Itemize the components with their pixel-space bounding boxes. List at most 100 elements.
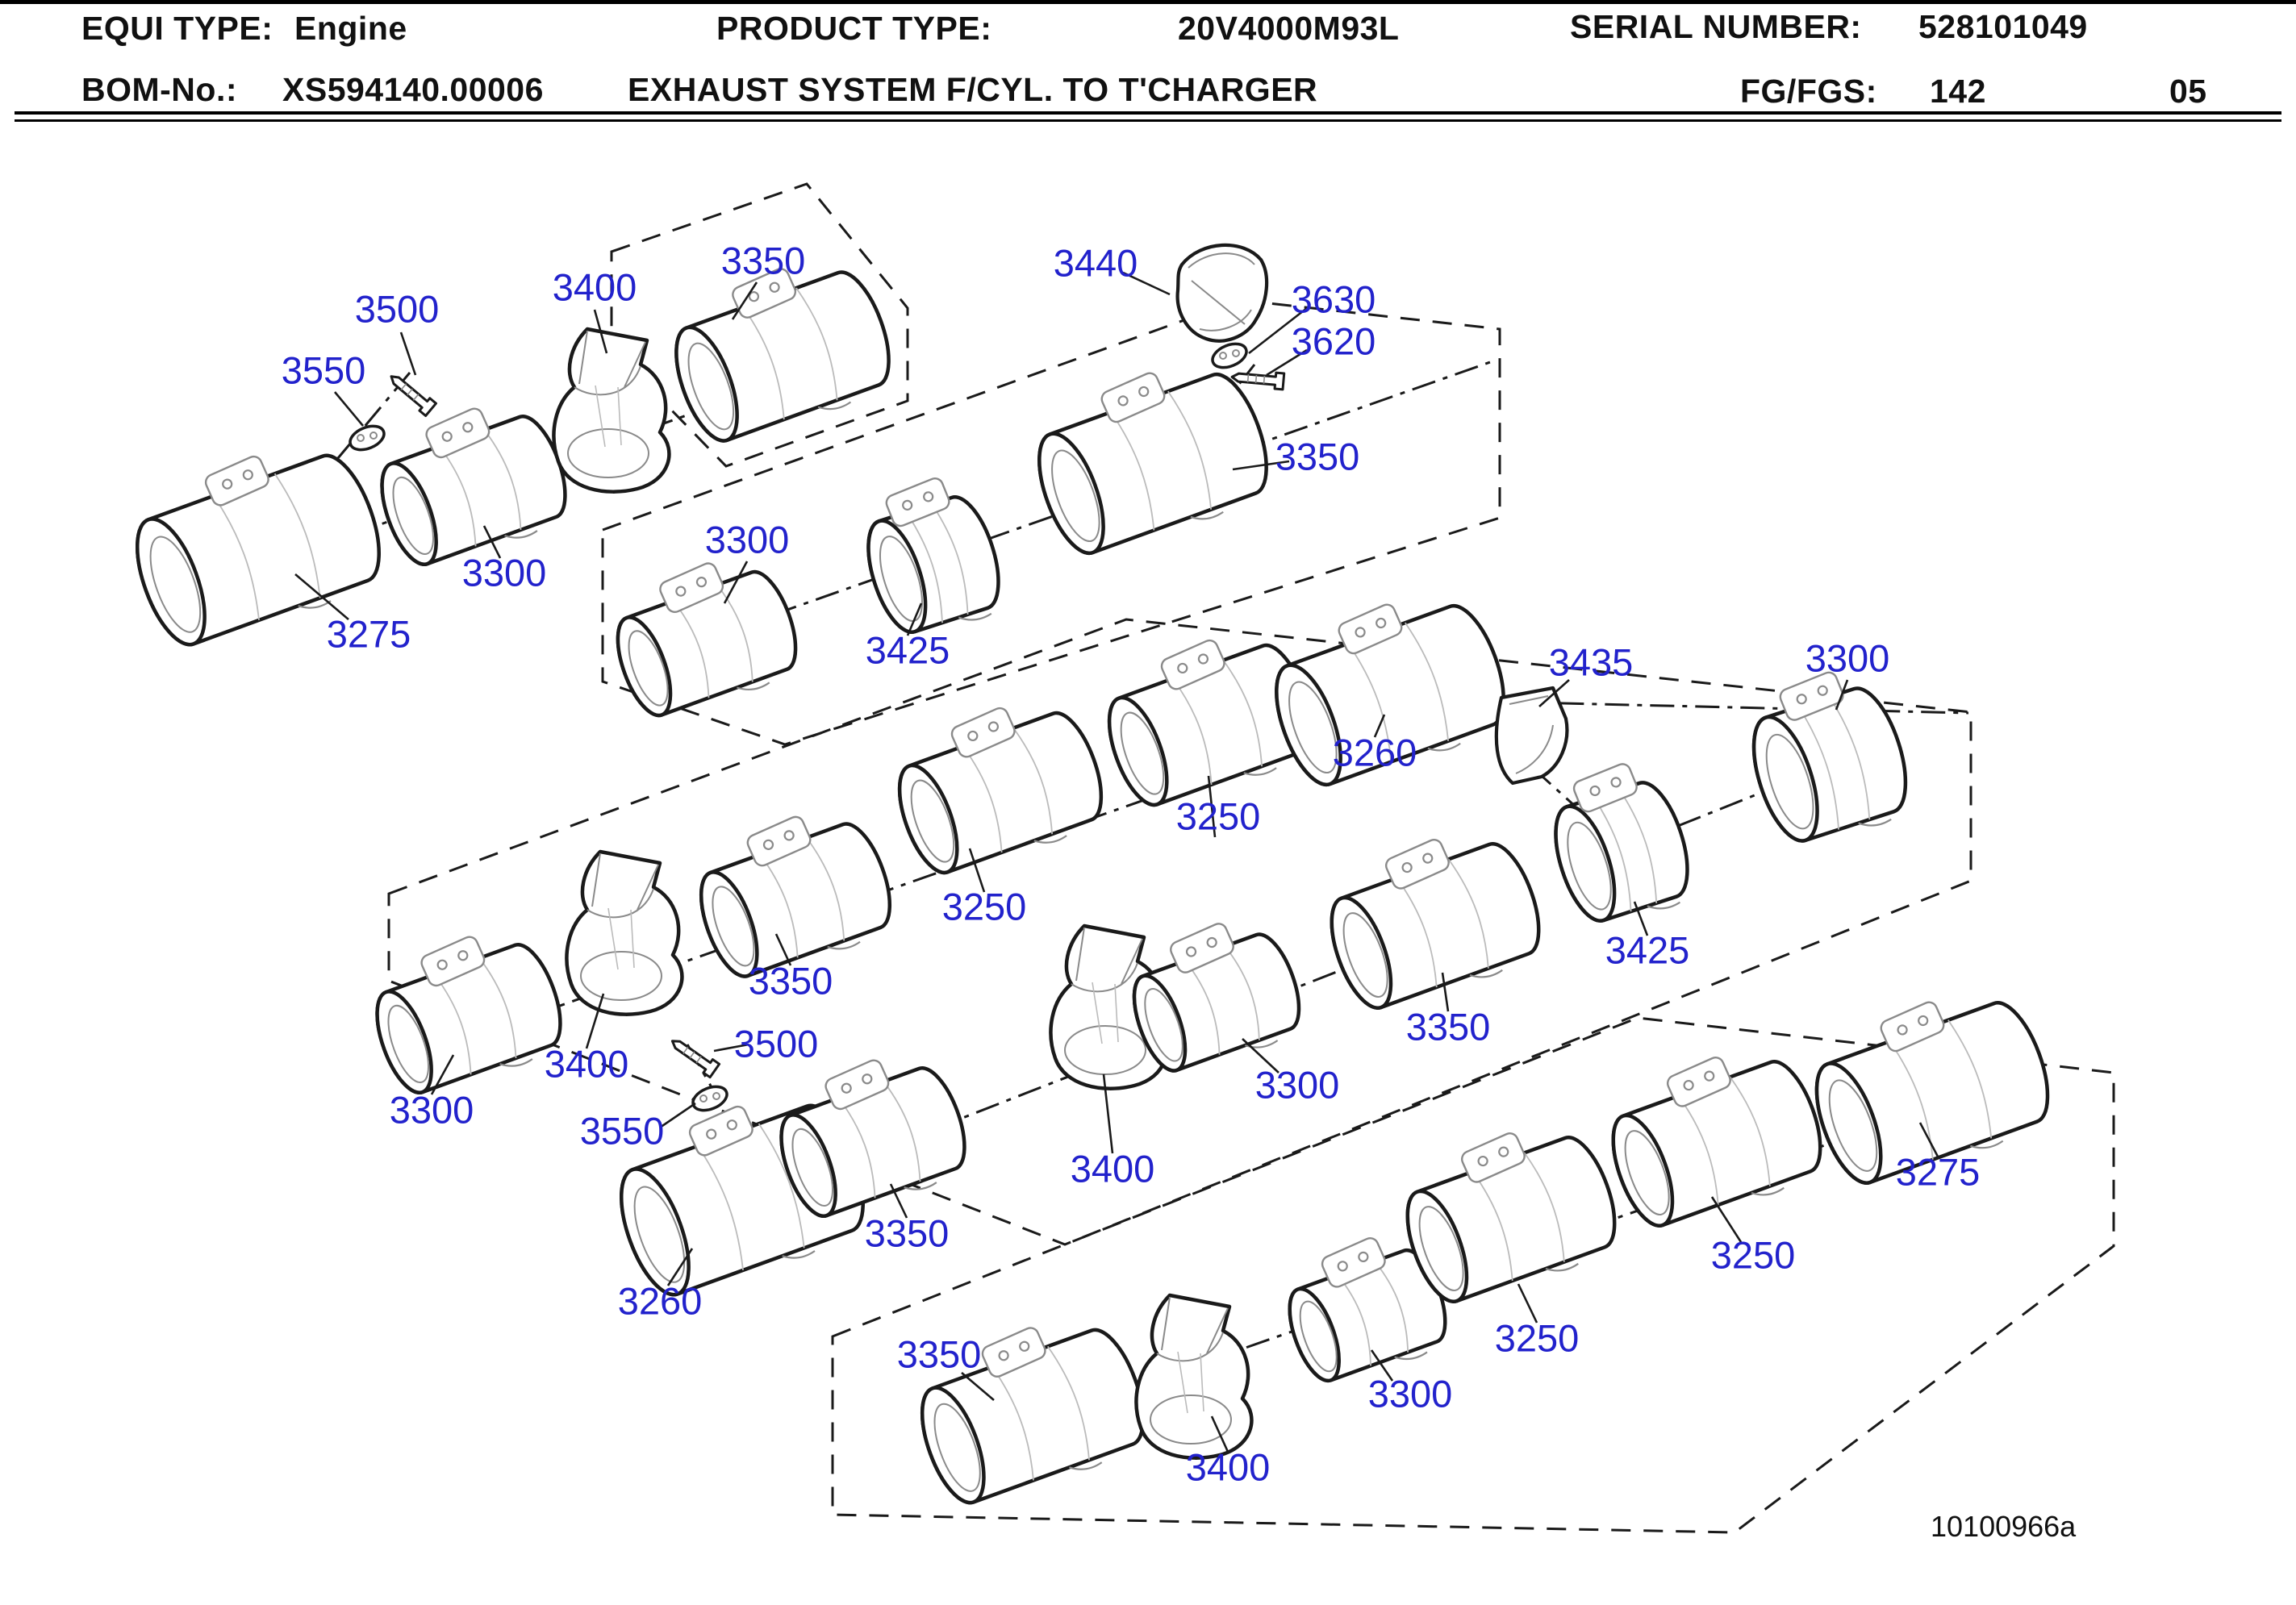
part-shape-clamp-3350 — [920, 1327, 1146, 1505]
part-shape-bolt-3500 — [390, 375, 437, 418]
part-callout-3275: 3275 — [1896, 1150, 1981, 1193]
part-shape-clamp-3250 — [1405, 1132, 1617, 1303]
leader-line — [1102, 1073, 1114, 1154]
bom-number-label: BOM-No.: — [81, 71, 238, 108]
leader-line — [1242, 1038, 1279, 1073]
parts-layer — [136, 243, 2050, 1505]
part-shape-washer-3550 — [349, 424, 386, 452]
leader-line — [889, 1183, 908, 1219]
bom-number-value: XS594140.00006 — [282, 71, 544, 108]
part-callout-3260: 3260 — [618, 1279, 703, 1322]
part-callout-3350: 3350 — [897, 1332, 982, 1375]
exploded-parts-diagram: 3500355034003350330032753440363036203350… — [136, 182, 2115, 1534]
leader-line — [1373, 714, 1386, 738]
part-shape-clamp-3350 — [674, 268, 891, 443]
part-callout-3350: 3350 — [749, 959, 833, 1002]
part-shape-washer-3550 — [691, 1085, 728, 1112]
part-callout-3500: 3500 — [355, 287, 440, 330]
leader-line — [731, 281, 758, 320]
part-shape-clamp-3350 — [779, 1059, 966, 1218]
part-callout-3440: 3440 — [1054, 241, 1138, 284]
group-boundary — [387, 618, 1972, 1246]
part-callout-3425: 3425 — [866, 628, 950, 671]
part-callouts: 3500355034003350330032753440363036203350… — [282, 239, 1981, 1488]
part-shape-adapter-3425 — [1554, 763, 1689, 923]
fg-fgs-label: FG/FGS: — [1740, 73, 1877, 110]
part-callout-3300: 3300 — [705, 518, 790, 561]
leader-line — [1918, 1122, 1939, 1157]
part-shape-clamp-3350 — [1037, 372, 1268, 556]
part-callout-3350: 3350 — [1275, 435, 1360, 477]
serial-number-label: SERIAL NUMBER: — [1570, 8, 1862, 45]
part-callout-3275: 3275 — [327, 612, 411, 655]
leader-line — [294, 573, 349, 620]
leader-line — [713, 1043, 749, 1053]
leader-line — [1266, 348, 1308, 377]
leader-line — [1633, 901, 1649, 936]
leader-line — [430, 1054, 455, 1095]
part-shape-bolt-3620 — [1230, 371, 1286, 391]
leader-line — [482, 525, 502, 559]
leader-line — [1232, 460, 1290, 471]
leader-line — [906, 602, 923, 636]
part-callout-3350: 3350 — [1406, 1005, 1491, 1048]
leader-line — [1517, 1283, 1538, 1324]
part-callout-3300: 3300 — [462, 551, 547, 594]
leader-line — [666, 1248, 694, 1286]
leader-line — [1122, 271, 1171, 296]
part-shape-elbow-3400 — [1134, 1293, 1254, 1460]
part-callout-3400: 3400 — [1186, 1445, 1271, 1488]
part-shape-clamp-3300 — [380, 407, 567, 566]
part-shape-nut-3630 — [1211, 342, 1248, 369]
part-shape-clamp-3275 — [1814, 1001, 2050, 1185]
part-callout-3300: 3300 — [390, 1088, 474, 1131]
leader-line — [961, 1372, 995, 1401]
leader-line — [968, 848, 986, 893]
part-callout-3260: 3260 — [1333, 731, 1417, 773]
part-callout-3250: 3250 — [1711, 1233, 1796, 1276]
part-callout-3250: 3250 — [1176, 794, 1261, 837]
part-shape-clamp-3250 — [897, 707, 1104, 875]
product-type-value: 20V4000M93L — [1178, 10, 1400, 47]
equi-type-label: EQUI TYPE: — [81, 10, 273, 47]
fg-fgs-value: 142 — [1930, 73, 1986, 110]
part-callout-3550: 3550 — [282, 348, 366, 391]
sheet-number: 05 — [2169, 73, 2207, 110]
leader-line — [399, 331, 417, 376]
header-divider-thick — [15, 111, 2281, 115]
part-callout-3400: 3400 — [545, 1042, 629, 1085]
part-shape-shield-3440 — [1175, 243, 1269, 343]
part-shape-bracket-3435 — [1494, 686, 1569, 786]
part-shape-elbow-3400 — [552, 327, 671, 494]
leader-line — [1441, 972, 1450, 1012]
page-top-border — [0, 0, 2296, 4]
leader-line — [1538, 679, 1570, 707]
part-callout-3500: 3500 — [734, 1022, 819, 1065]
product-type-label: PRODUCT TYPE: — [716, 10, 992, 47]
part-callout-3300: 3300 — [1805, 636, 1890, 679]
part-shape-bolt-3500 — [670, 1040, 721, 1079]
leader-line — [1248, 306, 1308, 355]
part-callout-3400: 3400 — [1071, 1147, 1155, 1190]
part-callout-3400: 3400 — [553, 265, 637, 308]
header-divider-thin — [15, 119, 2281, 122]
part-callout-3435: 3435 — [1549, 640, 1634, 683]
part-callout-3550: 3550 — [580, 1109, 665, 1152]
group-boundary — [831, 1016, 2115, 1534]
part-callout-3620: 3620 — [1292, 319, 1376, 362]
equi-type-value: Engine — [294, 10, 407, 47]
part-shape-clamp-3300 — [616, 562, 798, 718]
part-callout-3300: 3300 — [1368, 1372, 1453, 1415]
group-boundary — [601, 298, 1501, 746]
part-callout-3425: 3425 — [1605, 928, 1690, 971]
part-shape-clamp-3250 — [1611, 1057, 1822, 1228]
leader-line — [1835, 679, 1849, 711]
leader-lines — [294, 271, 1939, 1453]
part-shape-clamp-3300 — [1751, 671, 1908, 843]
leader-line — [1710, 1196, 1743, 1243]
leader-line — [659, 1102, 696, 1129]
leader-line — [334, 391, 364, 427]
part-callout-3250: 3250 — [942, 885, 1027, 928]
part-callout-3300: 3300 — [1255, 1063, 1340, 1106]
part-shape-clamp-3250 — [1107, 639, 1313, 807]
